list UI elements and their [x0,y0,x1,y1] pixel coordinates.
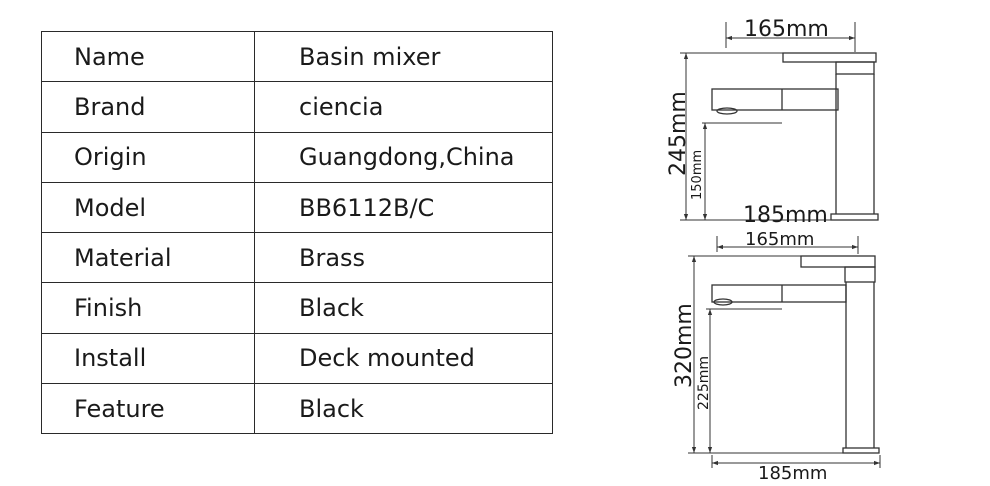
faucet-outline [711,255,880,454]
spec-value: BB6112B/C [254,181,553,234]
spec-label: Finish [41,282,255,334]
spec-row-material: Material Brass [41,232,553,284]
spec-label: Material [41,232,255,284]
spec-value: ciencia [254,81,553,133]
spec-label: Feature [41,383,255,435]
spec-row-origin: Origin Guangdong,China [41,131,553,183]
dimension-label: 150mm [690,150,705,200]
spec-table: Name Basin mixer Brand ciencia Origin Gu… [41,30,553,435]
dimension-label: 245mm [666,91,691,176]
spec-value: Deck mounted [254,332,553,385]
spec-label: Install [41,332,255,385]
dimension-label: 185mm [743,203,828,228]
faucet-outline [711,52,879,221]
dimension-label: 165mm [745,229,814,250]
faucet-drawing-bottom [688,236,881,468]
faucet-dimension-drawings: 165mm 245mm 150mm 185mm 165mm [666,17,881,484]
spec-value: Brass [254,232,553,284]
spec-row-install: Install Deck mounted [41,332,553,385]
faucet-drawing-top [680,22,879,221]
dimension-label: 165mm [744,17,829,42]
spec-label: Model [41,181,255,234]
spec-row-finish: Finish Black [41,282,553,334]
spec-value: Basin mixer [254,30,553,83]
spec-value: Guangdong,China [254,131,553,183]
spec-label: Name [41,30,255,83]
dimension-label: 185mm [758,463,827,484]
spec-value: Black [254,282,553,334]
spec-label: Brand [41,81,255,133]
dimension-label: 320mm [672,303,697,388]
dimension-label: 225mm [696,356,712,410]
spec-row-name: Name Basin mixer [41,30,553,83]
spec-row-brand: Brand ciencia [41,81,553,133]
dimension-lines [688,236,881,468]
spec-label: Origin [41,131,255,183]
spec-row-feature: Feature Black [41,383,553,435]
dimension-lines [680,22,856,221]
spec-value: Black [254,383,553,435]
spec-row-model: Model BB6112B/C [41,181,553,234]
